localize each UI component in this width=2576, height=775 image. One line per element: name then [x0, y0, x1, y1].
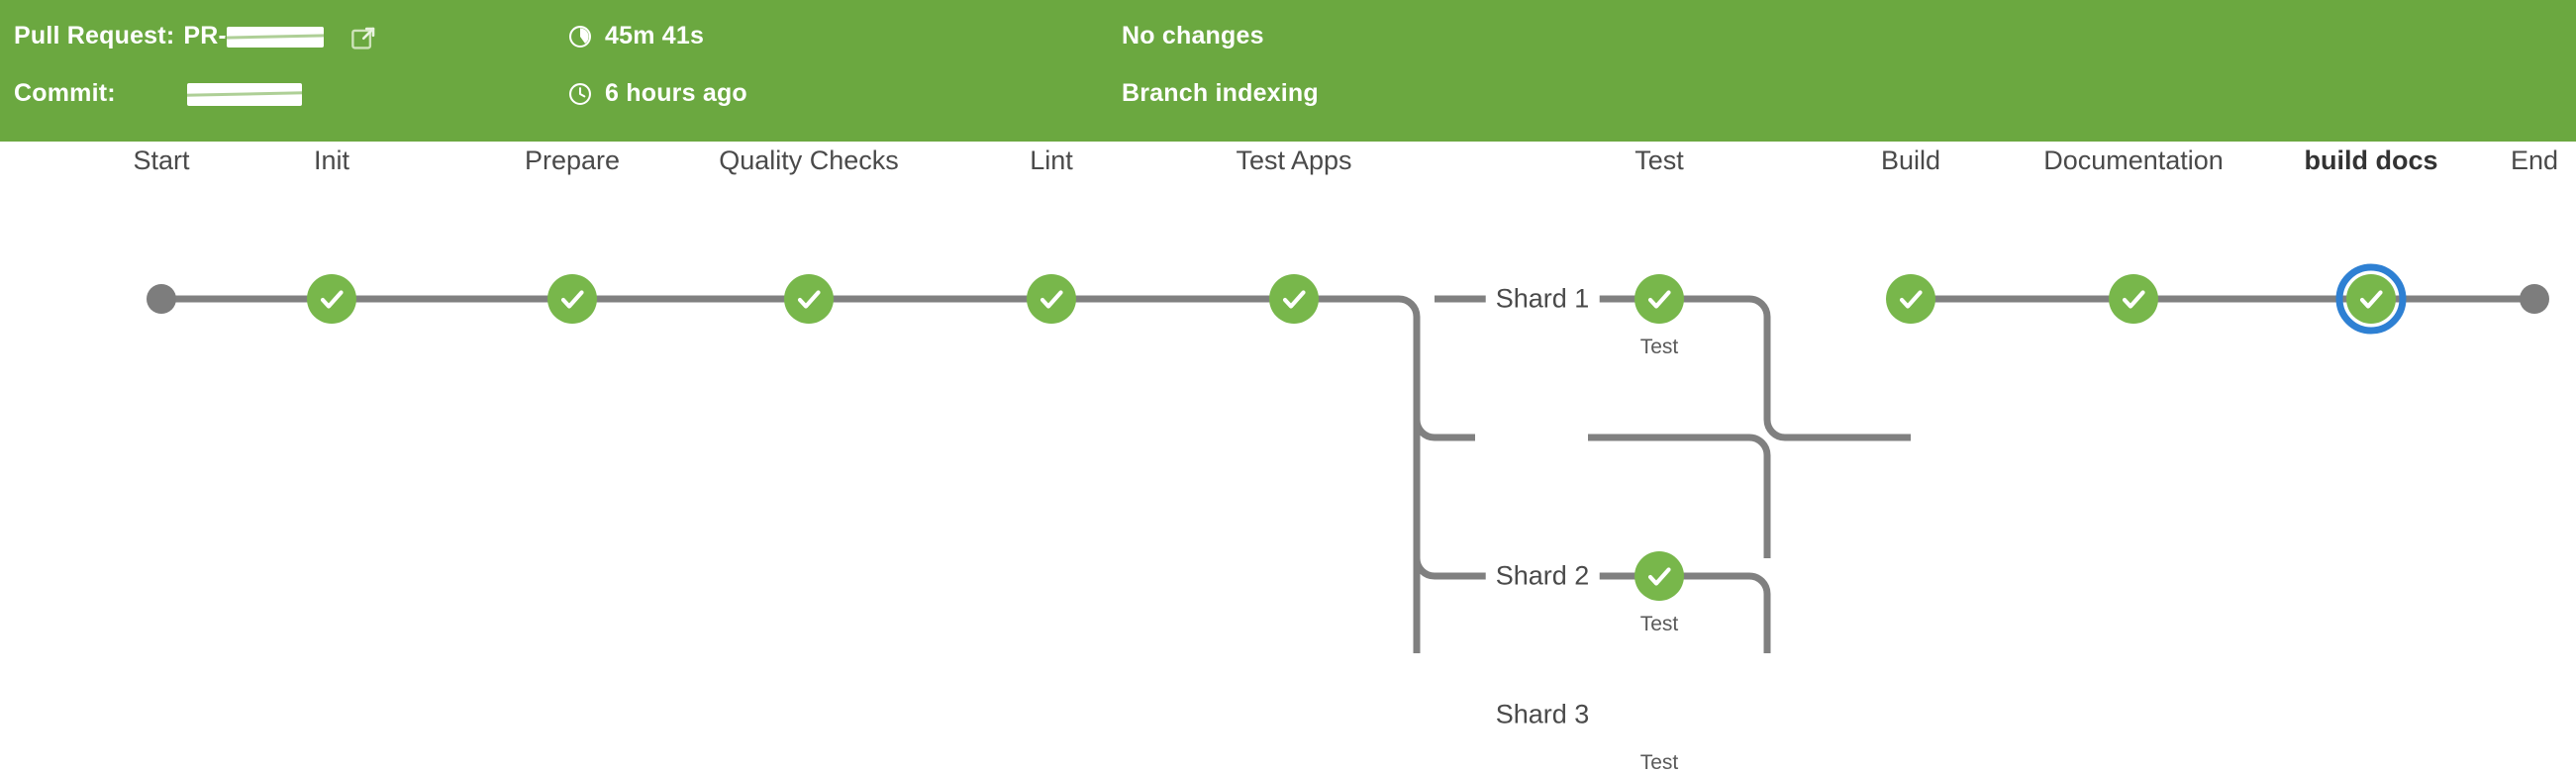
changes-row[interactable]: No changes: [1122, 22, 1264, 50]
pull-request-row: Pull Request: PR-: [14, 22, 324, 50]
node-documentation[interactable]: [2109, 274, 2158, 324]
stage-label-test: Test: [1635, 145, 1684, 175]
pull-request-value[interactable]: PR-: [183, 22, 324, 50]
stage-label-end: End: [2510, 145, 2559, 175]
node-prepare[interactable]: [547, 274, 597, 324]
node-end[interactable]: [2520, 284, 2549, 314]
stage-label-quality-checks: Quality Checks: [719, 145, 899, 175]
pipeline-header: Pull Request: PR- Commit: 45m 41s 6 hour…: [0, 0, 2576, 142]
node-quality-checks[interactable]: [784, 274, 834, 324]
stage-label-start: Start: [133, 145, 190, 175]
commit-row: Commit:: [14, 79, 302, 108]
job-label-shard-3: Test: [1639, 751, 1679, 774]
changes-text: No changes: [1122, 22, 1264, 49]
branch-label-shard-3: Shard 3: [1485, 699, 1600, 730]
branch-label-shard-2: Shard 2: [1485, 560, 1600, 592]
pull-request-label: Pull Request:: [14, 22, 175, 49]
commit-value[interactable]: [186, 79, 302, 108]
node-test-shard-1[interactable]: [1635, 274, 1684, 324]
stage-label-build-docs: build docs: [2304, 145, 2438, 175]
node-test-apps[interactable]: [1269, 274, 1319, 324]
stage-label-test-apps: Test Apps: [1236, 145, 1352, 175]
stage-label-init: Init: [313, 145, 350, 175]
node-build-docs[interactable]: [2335, 263, 2407, 335]
node-build[interactable]: [1886, 274, 1935, 324]
branch-label-shard-1: Shard 1: [1485, 283, 1600, 315]
clock-icon: [569, 82, 591, 105]
pull-request-number-redacted: [227, 26, 324, 48]
commit-label: Commit:: [14, 79, 116, 107]
commit-hash-redacted: [186, 82, 302, 106]
stage-label-prepare: Prepare: [524, 145, 621, 175]
age-text: 6 hours ago: [605, 79, 747, 107]
node-test-shard-2[interactable]: [1635, 551, 1684, 601]
duration-icon: [569, 25, 591, 48]
stage-label-build: Build: [1880, 145, 1941, 175]
pipeline-graph-canvas: [147, 263, 2549, 653]
trigger-text: Branch indexing: [1122, 79, 1319, 107]
age-row: 6 hours ago: [567, 79, 747, 108]
external-link-button[interactable]: [348, 24, 378, 53]
graph-edges: [161, 295, 2534, 653]
node-init[interactable]: [307, 274, 356, 324]
external-link-icon: [351, 27, 375, 49]
stage-label-lint: Lint: [1030, 145, 1073, 175]
node-lint[interactable]: [1027, 274, 1076, 324]
node-start[interactable]: [147, 284, 176, 314]
job-label-shard-2: Test: [1639, 613, 1679, 635]
job-label-shard-1: Test: [1639, 336, 1679, 358]
pipeline-graph: Start Init Prepare Quality Checks Lint T…: [0, 142, 2576, 774]
trigger-row[interactable]: Branch indexing: [1122, 79, 1319, 108]
graph-edges-stubs: [1435, 295, 1498, 580]
stage-label-documentation: Documentation: [2043, 145, 2224, 175]
duration-row: 45m 41s: [567, 22, 704, 50]
duration-text: 45m 41s: [605, 22, 705, 49]
